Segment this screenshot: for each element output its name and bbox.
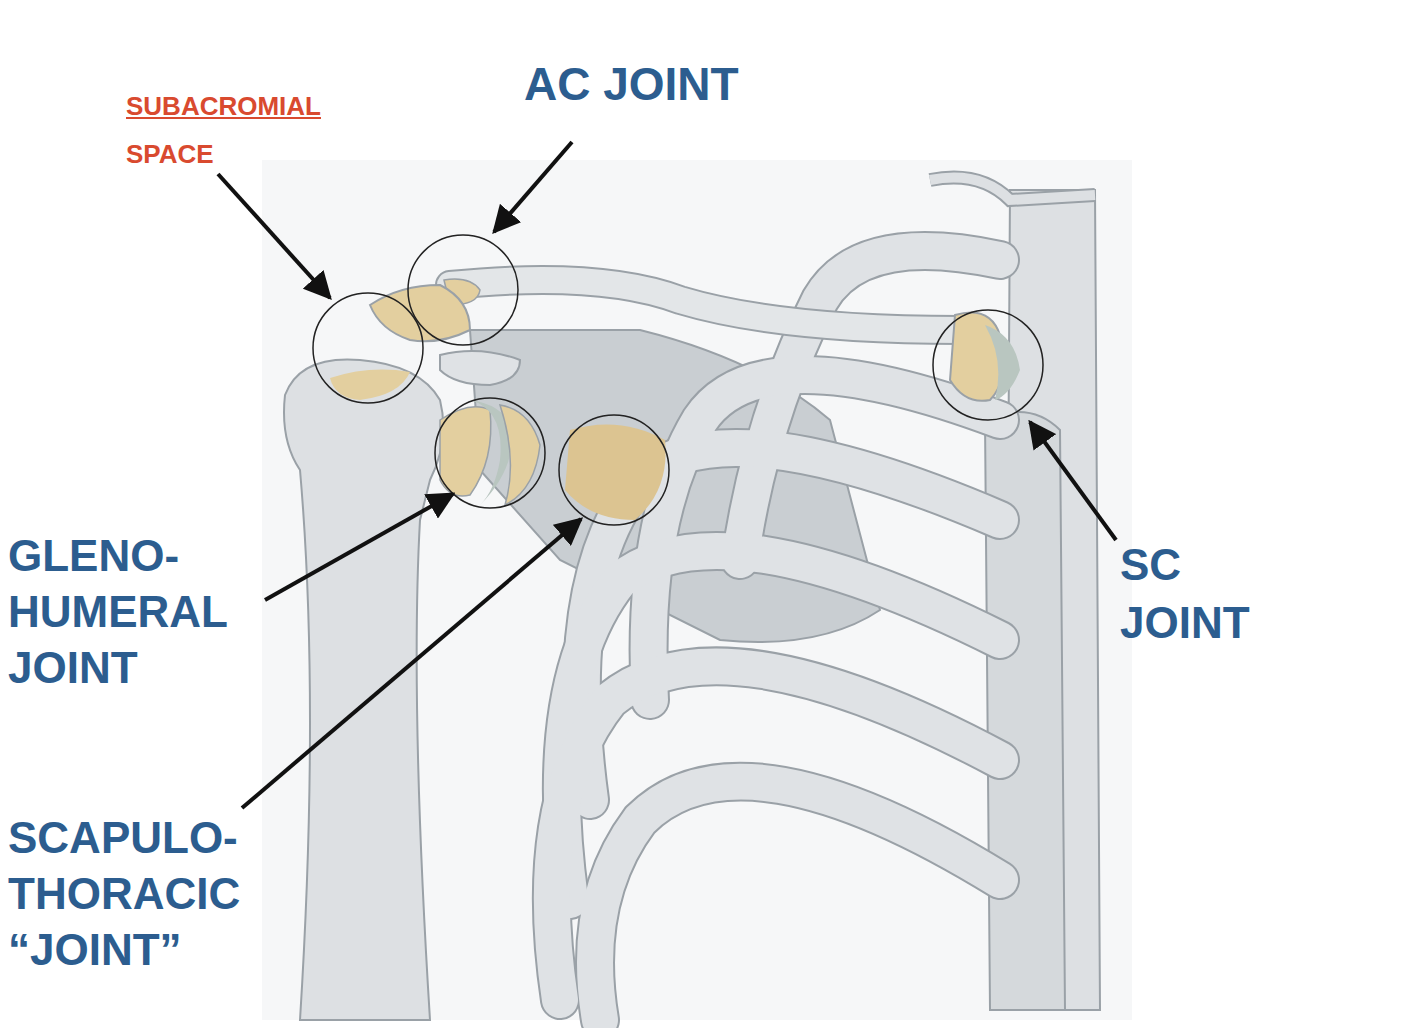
- humerus: [284, 359, 512, 1020]
- clavicle: [444, 279, 1020, 401]
- joint-label: SCAPULO- THORACIC “JOINT”: [8, 810, 283, 978]
- scapular-surface: [565, 424, 666, 520]
- region-label: SUBACROMIAL SPACE: [126, 82, 356, 178]
- joint-label: AC JOINT: [524, 58, 824, 110]
- joint-label: SC JOINT: [1120, 536, 1280, 652]
- joint-label: GLENO- HUMERAL JOINT: [8, 528, 258, 696]
- joint-circles: [313, 235, 1043, 525]
- background-panel: [262, 160, 1132, 1020]
- leader-lines: [218, 142, 1116, 808]
